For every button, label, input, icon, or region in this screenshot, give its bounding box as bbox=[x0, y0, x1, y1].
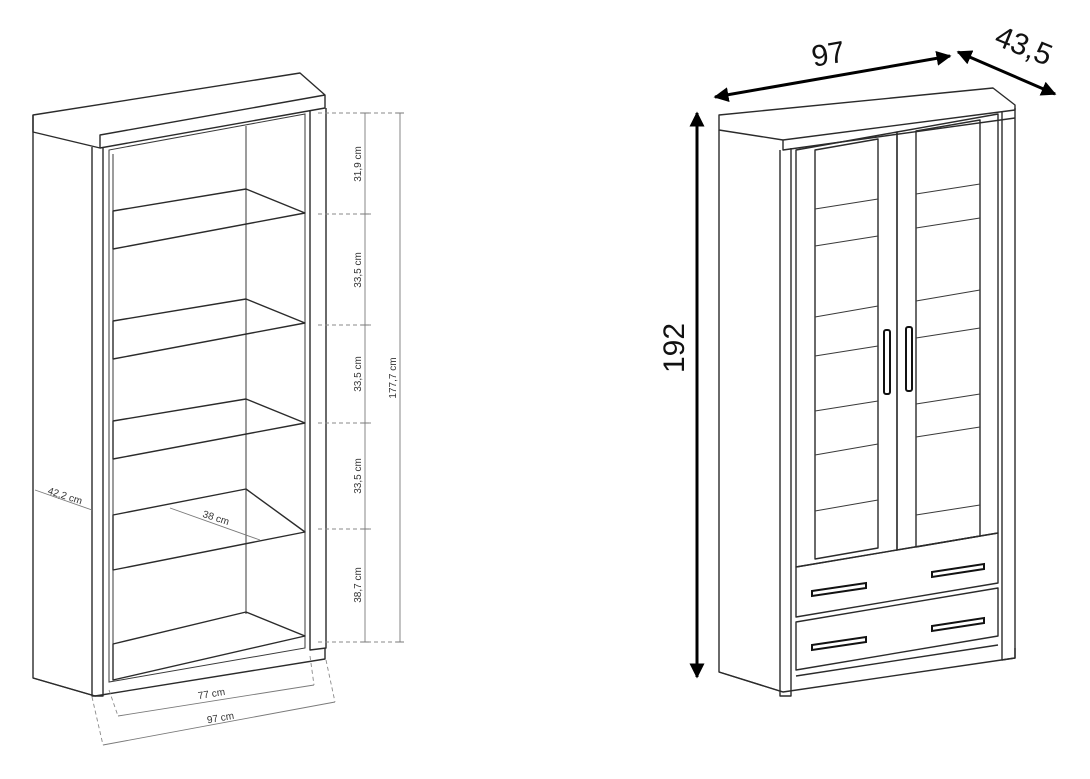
right-dimensions: 97 43,5 192 bbox=[658, 20, 1057, 679]
left-door-frame bbox=[795, 131, 898, 568]
plinth bbox=[32, 648, 326, 697]
drawer-handle[interactable] bbox=[811, 581, 867, 598]
cabinet-shelves bbox=[814, 183, 981, 516]
lower-drawer[interactable] bbox=[795, 587, 999, 671]
front-left-upright bbox=[779, 148, 792, 697]
depth-arrow bbox=[956, 50, 1057, 96]
front-left-upright bbox=[91, 147, 104, 697]
dimension-label: 33,5 cm bbox=[353, 252, 364, 288]
bottom-shelf bbox=[112, 611, 306, 681]
inner-width-label: 77 cm bbox=[197, 687, 226, 702]
dimension-label: 33,5 cm bbox=[353, 356, 364, 392]
glass-cabinet-drawing bbox=[718, 87, 1016, 697]
inner-frame bbox=[108, 113, 306, 683]
drawer-handle[interactable] bbox=[811, 635, 867, 652]
shelf bbox=[112, 488, 306, 571]
shelf-depth-label: 38 cm bbox=[201, 509, 230, 528]
drawer-handle[interactable] bbox=[931, 562, 985, 579]
door-handle[interactable] bbox=[905, 326, 913, 392]
front-right-upright bbox=[309, 108, 327, 651]
shelf bbox=[112, 398, 306, 460]
height-label: 192 bbox=[658, 323, 691, 373]
width-label: 97 bbox=[809, 35, 848, 73]
outer-width-label: 97 cm bbox=[206, 711, 235, 727]
front-right-upright bbox=[1001, 108, 1016, 661]
door-handle[interactable] bbox=[883, 329, 891, 395]
left-side-panel bbox=[32, 132, 96, 697]
dimension-label: 38,7 cm bbox=[353, 567, 364, 603]
depth-label: 43,5 bbox=[990, 20, 1057, 72]
top-slab bbox=[718, 87, 1016, 141]
total-height-label: 177,7 cm bbox=[388, 357, 399, 398]
left-side-panel bbox=[718, 130, 784, 693]
upper-drawer[interactable] bbox=[795, 532, 999, 618]
shelf bbox=[112, 298, 306, 360]
left-dimensions: 31,9 cm 33,5 cm 33,5 cm 33,5 cm 38,7 cm … bbox=[34, 112, 404, 746]
drawer-handle[interactable] bbox=[931, 616, 985, 633]
plinth bbox=[718, 648, 1016, 693]
depth-label: 42,2 cm bbox=[46, 486, 83, 507]
dimension-label: 33,5 cm bbox=[353, 458, 364, 494]
dimension-label: 31,9 cm bbox=[353, 146, 364, 182]
shelf bbox=[112, 188, 306, 250]
shelves bbox=[112, 188, 306, 681]
open-bookcase-drawing bbox=[32, 72, 327, 697]
width-arrow bbox=[713, 50, 952, 103]
